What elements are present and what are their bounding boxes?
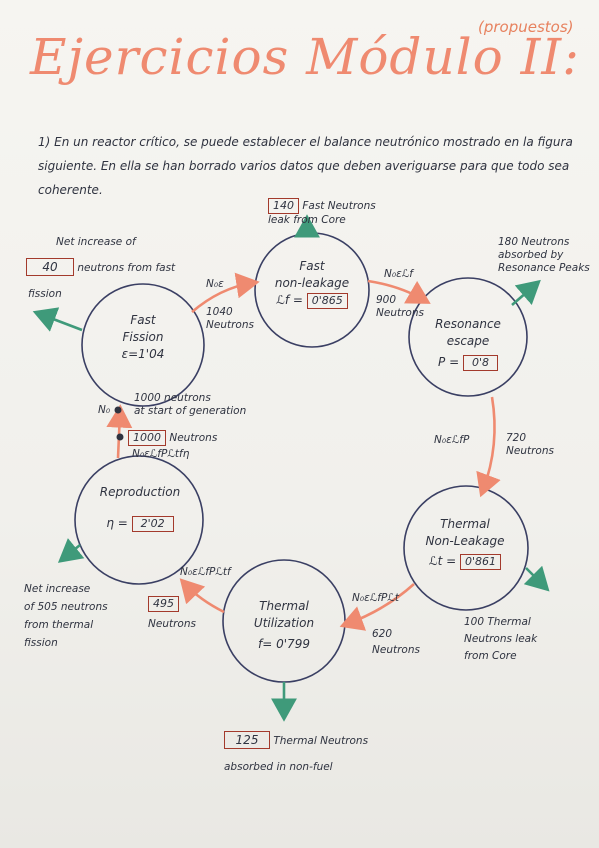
net-thermal-label: Net increase of 505 neutrons from therma… xyxy=(24,583,108,649)
lf-value-box: 0'865 xyxy=(306,293,348,309)
reproduction-circle xyxy=(74,455,204,585)
subtitle: (propuestos) xyxy=(478,18,574,36)
eta-value-box: 2'02 xyxy=(131,516,174,532)
thermal-leak-node-label: Thermal Non-Leakage ℒt = 0'861 xyxy=(425,517,505,570)
thermal-leak-circle xyxy=(403,485,529,611)
generation-dot xyxy=(116,433,124,441)
arrow-fission-to-fastleak xyxy=(191,272,260,313)
arrow-fastleak-to-resonance xyxy=(367,279,431,304)
generation-box: 1000 xyxy=(128,430,166,446)
fast-leak-node-label: Fast non-leakage ℒf = 0'865 xyxy=(274,259,350,309)
n0elf-label: N₀εℒf xyxy=(384,268,413,280)
thermal-leak-out-label: 100 Thermal Neutrons leak from Core xyxy=(464,616,538,662)
net-fast-row: 40 neutrons from fast xyxy=(26,258,175,276)
resonance-circle xyxy=(408,277,528,397)
n495-box: 495 xyxy=(148,596,179,612)
lt-value-box: 0'861 xyxy=(460,554,502,570)
n0e-label: N₀ε xyxy=(206,278,224,290)
n0elfplt-label: N₀εℒfPℒt xyxy=(352,592,400,604)
start-generation-label: 1000 neutrons at start of generation xyxy=(134,392,247,417)
problem-statement: 1) En un reactor crítico, se puede estab… xyxy=(38,135,573,197)
n0elfpltf-label: N₀εℒfPℒtf xyxy=(180,566,231,578)
page-title: Ejercicios Módulo II: xyxy=(30,28,580,86)
n1040-label: 1040 Neutrons xyxy=(206,306,254,331)
arrow-net-fast xyxy=(32,307,83,332)
arrow-thermalleak-to-util xyxy=(339,583,415,631)
generation-formula: N₀εℒfPℒtfη xyxy=(132,448,190,460)
net-fast-box: 40 xyxy=(26,258,74,276)
net-fast-text3: fission xyxy=(28,288,62,300)
resonance-absorbed-label: 180 Neutrons absorbed by Resonance Peaks xyxy=(498,236,590,274)
fast-fission-circle xyxy=(81,283,205,407)
n620-label: 620 Neutrons xyxy=(372,628,420,656)
absorbed-nonfuel-label: 125 Thermal Neutrons absorbed in non-fue… xyxy=(224,731,369,773)
arrow-thermal-leak-out xyxy=(523,565,550,592)
reproduction-node-label: Reproduction η = 2'02 xyxy=(99,485,181,532)
n900-label: 900 Neutrons xyxy=(376,294,424,319)
n0-label: N₀ xyxy=(98,404,111,416)
thermal-util-node-label: Thermal Utilization f= 0'799 xyxy=(253,599,315,651)
arrow-util-to-reproduction xyxy=(179,578,225,614)
resonance-node-label: Resonance escape P = 0'8 xyxy=(435,317,501,371)
arrow-resonance-to-thermalleak xyxy=(476,396,501,498)
fast-leak-box: 140 xyxy=(268,198,299,214)
n720-label: 720 Neutrons xyxy=(506,432,554,457)
arrow-net-thermal xyxy=(57,538,85,563)
arrow-resonance-absorbed xyxy=(511,279,541,306)
absorbed-box: 125 xyxy=(224,731,270,749)
fast-fission-label: Fast Fission ε=1'04 xyxy=(121,313,165,361)
fast-leak-label: 140 Fast Neutrons leak from Core xyxy=(268,198,376,226)
generation-row: 1000 Neutrons xyxy=(128,430,217,446)
net-fast-text1: Net increase of xyxy=(56,236,136,248)
n0-dot xyxy=(114,406,122,414)
n495-label: 495 Neutrons xyxy=(148,596,196,630)
p-value-box: 0'8 xyxy=(462,355,498,371)
n0elfp-label: N₀εℒfP xyxy=(434,434,470,446)
